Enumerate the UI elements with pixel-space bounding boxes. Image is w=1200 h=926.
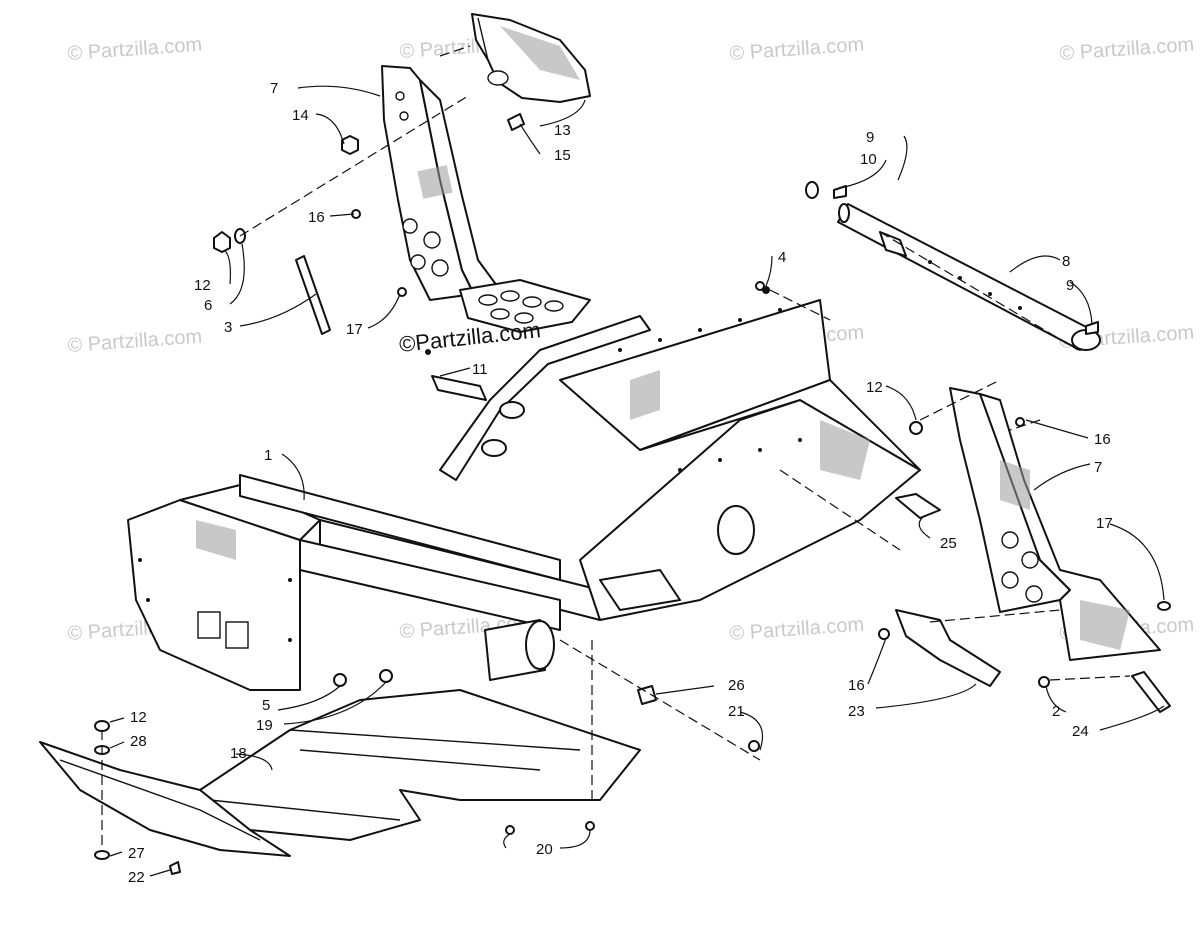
callout-4: 4 <box>778 249 786 266</box>
callout-3: 3 <box>224 319 232 336</box>
callout-12-top: 12 <box>194 277 211 294</box>
callout-16-lower: 16 <box>848 677 865 694</box>
callout-14: 14 <box>292 107 309 124</box>
part-12-nut-upper <box>213 231 231 253</box>
callout-10: 10 <box>860 151 877 168</box>
watermark-mid-left: © Partzilla.com <box>67 326 203 357</box>
callout-16-top: 16 <box>308 209 325 226</box>
callout-26: 26 <box>728 677 745 694</box>
part-7-right-bracket <box>949 387 1161 661</box>
part-3-rod <box>295 255 331 335</box>
callout-13: 13 <box>554 122 571 139</box>
callout-7-top: 7 <box>270 80 278 97</box>
callout-18: 18 <box>230 745 247 762</box>
callout-8: 8 <box>1062 253 1070 270</box>
part-1-chassis <box>127 299 921 691</box>
callout-12-lower: 12 <box>130 709 147 726</box>
part-13-cover <box>471 13 591 103</box>
part-11-strip <box>431 375 487 401</box>
part-15-bolt <box>507 113 525 131</box>
callout-labels: 7 14 13 15 16 12 6 3 17 11 1 4 9 10 8 9 … <box>128 80 1113 886</box>
callout-16-right: 16 <box>1094 431 1111 448</box>
callout-5: 5 <box>262 697 270 714</box>
part-8-shaft <box>837 203 1101 351</box>
callout-1: 1 <box>264 447 272 464</box>
part-9-fasteners <box>805 181 1099 335</box>
callout-27: 27 <box>128 845 145 862</box>
part-24-plate <box>1131 671 1171 713</box>
callout-28: 28 <box>130 733 147 750</box>
callout-6: 6 <box>204 297 212 314</box>
callout-9-right: 9 <box>1066 277 1074 294</box>
watermark-center: ©Partzilla.com <box>398 317 542 357</box>
callout-21: 21 <box>728 703 745 720</box>
part-18-belly-pan <box>199 689 641 841</box>
watermark-top-far-right: © Partzilla.com <box>1059 34 1195 65</box>
part-26-clip <box>637 685 657 705</box>
part-14-nut <box>341 135 359 155</box>
part-7-upper-bracket <box>381 65 501 301</box>
callout-17-top: 17 <box>346 321 363 338</box>
callout-25: 25 <box>940 535 957 552</box>
callout-11: 11 <box>472 361 488 378</box>
callout-12-right: 12 <box>866 379 883 396</box>
leader-lines <box>109 85 1165 877</box>
callout-17-right: 17 <box>1096 515 1113 532</box>
callout-24: 24 <box>1072 723 1089 740</box>
callout-22: 22 <box>128 869 145 886</box>
callout-7-right: 7 <box>1094 459 1102 476</box>
callout-15: 15 <box>554 147 571 164</box>
part-23-bracket <box>895 609 1001 687</box>
part-25-clip <box>895 493 941 519</box>
watermark-low-right: © Partzilla.com <box>729 614 865 645</box>
steering-plate <box>459 279 591 333</box>
part-skid-plate <box>39 741 291 857</box>
assembly-lines <box>101 45 1131 850</box>
callout-19: 19 <box>256 717 273 734</box>
callout-2: 2 <box>1052 703 1060 720</box>
callout-23: 23 <box>848 703 865 720</box>
watermark-top-right: © Partzilla.com <box>729 34 865 65</box>
callout-20: 20 <box>536 841 553 858</box>
callout-9-top: 9 <box>866 129 874 146</box>
watermark-top-left: © Partzilla.com <box>67 34 203 65</box>
